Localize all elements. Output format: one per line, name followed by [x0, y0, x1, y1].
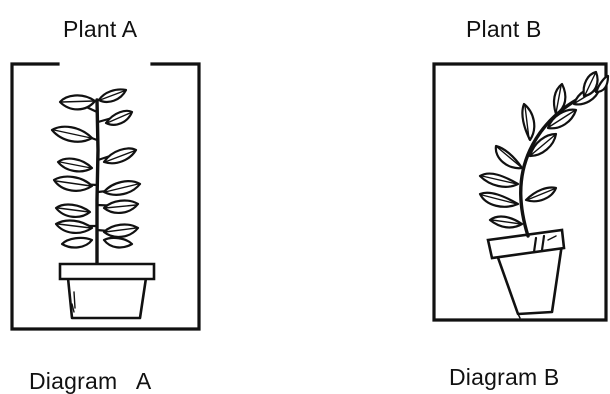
- diagram-a: [10, 62, 201, 331]
- leaf-a-11: [54, 219, 94, 234]
- box-b: [432, 62, 608, 322]
- stem-a: [95, 98, 100, 267]
- stem-b: [519, 88, 600, 238]
- leaf-a-14: [102, 236, 134, 249]
- pot-a: [58, 262, 156, 320]
- diagram-b: [432, 62, 610, 322]
- plant-b-title: Plant B: [466, 16, 542, 42]
- diagram-b-caption: Diagram B: [449, 364, 560, 390]
- box-a: [10, 62, 201, 331]
- diagram-a-caption: Diagram A: [29, 368, 152, 394]
- plant-a-title: Plant A: [63, 16, 138, 42]
- leaf-a-1: [58, 94, 97, 111]
- leaf-veins-a: [53, 90, 139, 233]
- leaf-a-10: [54, 203, 92, 218]
- leaf-a-12: [102, 223, 140, 238]
- pot-b: [486, 228, 566, 319]
- leaf-a-13: [60, 236, 94, 249]
- leaf-b-12: [594, 74, 610, 94]
- leaf-veins-b: [481, 73, 599, 225]
